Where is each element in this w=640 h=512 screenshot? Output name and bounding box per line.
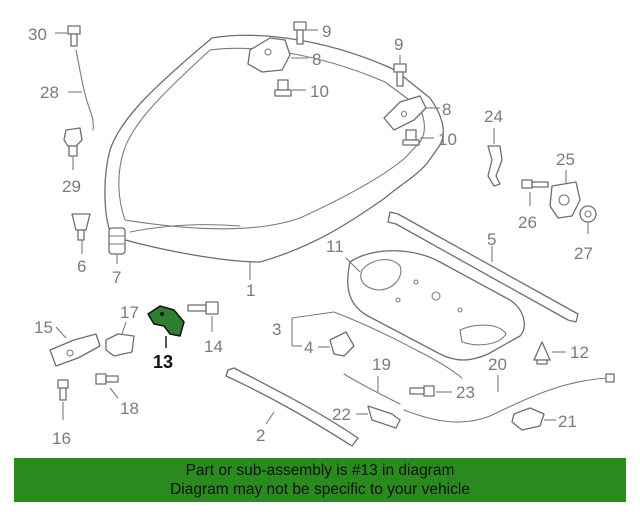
hinge-part-8-upper bbox=[247, 37, 291, 73]
callout-9-right: 9 bbox=[394, 35, 403, 54]
callout-3: 3 bbox=[272, 320, 281, 339]
bolt-part-26 bbox=[521, 179, 549, 189]
bolt-part-23 bbox=[409, 385, 435, 397]
bracket-part-21 bbox=[511, 407, 545, 431]
callout-28: 28 bbox=[40, 83, 59, 102]
release-cable-part-20 bbox=[403, 373, 615, 423]
lower-seal-part-2 bbox=[225, 367, 359, 447]
callout-8-right: 8 bbox=[442, 100, 451, 119]
bumper-part-7 bbox=[108, 227, 126, 255]
callout-23: 23 bbox=[456, 383, 475, 402]
callout-10-right: 10 bbox=[438, 130, 457, 149]
callout-21: 21 bbox=[558, 412, 577, 431]
parts-diagram: 1 30 28 29 6 7 9 8 bbox=[28, 21, 615, 448]
bolt-part-16 bbox=[57, 379, 69, 401]
clip-part-4 bbox=[329, 331, 355, 357]
callout-13: 13 bbox=[153, 352, 173, 372]
callout-7: 7 bbox=[112, 268, 121, 287]
callout-leader-3 bbox=[291, 311, 335, 319]
callout-26: 26 bbox=[518, 213, 537, 232]
banner-line-disclaimer: Diagram may not be specific to your vehi… bbox=[170, 481, 470, 498]
callout-1: 1 bbox=[246, 281, 255, 300]
callout-leader-11 bbox=[345, 257, 361, 273]
callout-22: 22 bbox=[332, 405, 351, 424]
callout-leader-2 bbox=[265, 411, 275, 425]
callout-25: 25 bbox=[556, 150, 575, 169]
callout-leader-18 bbox=[109, 387, 119, 399]
callout-16: 16 bbox=[52, 429, 71, 448]
bolt-part-30 bbox=[67, 25, 81, 47]
callout-11: 11 bbox=[326, 237, 344, 256]
callout-leader-15 bbox=[55, 326, 67, 339]
callout-24: 24 bbox=[484, 107, 503, 126]
info-banner: Part or sub-assembly is #13 in diagram D… bbox=[14, 458, 626, 502]
insulator-pad-part-11 bbox=[347, 250, 525, 361]
bracket-part-15 bbox=[49, 333, 101, 367]
clip-part-12 bbox=[533, 341, 551, 365]
prop-rod-part-28 bbox=[75, 49, 94, 131]
callout-10-upper: 10 bbox=[310, 82, 329, 101]
grommet-part-27 bbox=[579, 205, 597, 223]
bolt-part-9-upper bbox=[293, 21, 307, 45]
callout-15: 15 bbox=[34, 318, 53, 337]
callout-27: 27 bbox=[574, 244, 593, 263]
callout-20: 20 bbox=[488, 355, 507, 374]
callout-18: 18 bbox=[120, 399, 139, 418]
banner-line-part-number: Part or sub-assembly is #13 in diagram bbox=[185, 462, 455, 479]
latch-hook-part-24 bbox=[487, 145, 503, 187]
release-handle-part-22 bbox=[367, 405, 401, 429]
clip-part-29 bbox=[63, 127, 83, 157]
callout-2: 2 bbox=[256, 426, 265, 445]
seal-strip-part-5 bbox=[387, 211, 579, 323]
callout-5: 5 bbox=[487, 230, 496, 249]
callout-8-upper: 8 bbox=[312, 50, 321, 69]
bolt-part-18 bbox=[95, 373, 119, 385]
bolt-part-14 bbox=[187, 301, 219, 315]
nut-part-10-right bbox=[402, 129, 420, 146]
callout-9-upper: 9 bbox=[322, 22, 331, 41]
callout-leader-17 bbox=[121, 321, 127, 335]
highlighted-bracket-part-13 bbox=[147, 305, 185, 337]
callout-29: 29 bbox=[62, 177, 81, 196]
bolt-part-9-right bbox=[393, 63, 407, 87]
bumper-part-6 bbox=[71, 213, 91, 241]
callout-17: 17 bbox=[120, 303, 139, 322]
release-cable-part-19 bbox=[343, 373, 401, 405]
latch-part-25 bbox=[549, 181, 581, 219]
callout-14: 14 bbox=[204, 337, 223, 356]
callout-19: 19 bbox=[372, 355, 391, 374]
callout-6: 6 bbox=[77, 257, 86, 276]
bracket-part-17 bbox=[105, 333, 135, 357]
callout-12: 12 bbox=[570, 343, 589, 362]
nut-part-10-upper bbox=[274, 79, 292, 97]
weatherstrip-part-3 bbox=[333, 311, 463, 379]
callout-4: 4 bbox=[304, 338, 313, 357]
callout-30: 30 bbox=[28, 25, 47, 44]
